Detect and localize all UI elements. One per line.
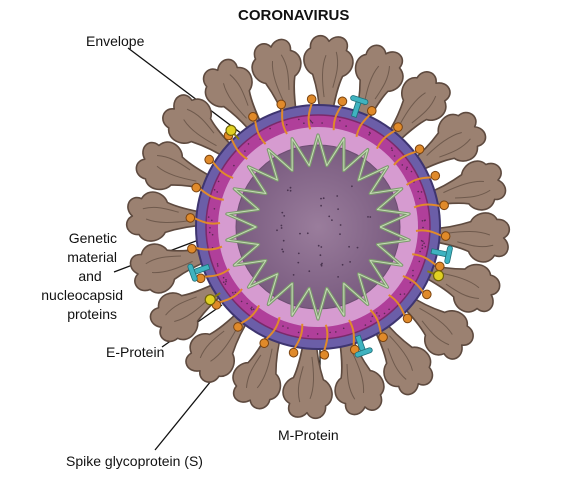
spike-protein	[162, 94, 237, 161]
spike-protein	[125, 191, 208, 242]
m-protein	[185, 213, 221, 225]
spike-protein	[303, 34, 354, 117]
m-protein	[415, 229, 451, 241]
m-protein	[276, 99, 288, 135]
spike-protein	[424, 160, 507, 211]
m-protein	[355, 106, 377, 138]
he-protein	[430, 245, 453, 265]
spike-protein	[399, 293, 474, 360]
e-protein-label: E-Protein	[106, 344, 164, 360]
rna-coil-highlight	[226, 134, 410, 320]
m-protein	[405, 170, 441, 186]
spike-protein	[135, 141, 218, 192]
envelope-label: Envelope	[86, 33, 145, 49]
m-protein	[306, 94, 317, 130]
m-proteins	[185, 94, 451, 360]
spike-protein	[232, 327, 283, 410]
m-protein	[259, 316, 281, 348]
genetic-material-label-1: Genetic	[69, 230, 117, 246]
m-protein	[187, 243, 223, 254]
virus-illustration	[125, 34, 511, 420]
m-protein	[413, 200, 449, 211]
spike-protein	[409, 111, 487, 174]
m-protein	[248, 111, 267, 145]
he-protein	[187, 263, 211, 282]
he-proteins	[187, 95, 453, 358]
e-protein	[225, 124, 240, 140]
m-protein-label: M-Protein	[278, 427, 339, 443]
spike-protein	[334, 333, 385, 416]
envelope-leader	[127, 47, 251, 141]
m-protein	[204, 154, 234, 179]
genetic-material-label-4: nucleocapsid	[41, 287, 123, 303]
diagram-title: CORONAVIRUS	[238, 7, 349, 24]
m-protein	[402, 275, 432, 300]
genetic-material-label-3: and	[78, 268, 101, 284]
virus-interior	[235, 144, 401, 310]
m-protein	[233, 304, 260, 332]
m-protein	[393, 144, 425, 166]
spike-protein	[251, 38, 302, 121]
spike-protein	[428, 212, 511, 263]
m-protein	[288, 323, 304, 358]
e-protein	[204, 292, 221, 306]
m-protein	[191, 182, 224, 201]
m-protein	[319, 324, 330, 360]
genetic-material-label-2: material	[67, 249, 117, 265]
e-protein	[427, 270, 445, 282]
e-proteins	[204, 124, 445, 306]
genetic-material-label-5: proteins	[67, 306, 117, 322]
he-protein	[350, 95, 369, 118]
he-protein	[354, 334, 373, 358]
spike-protein	[129, 243, 212, 294]
spike-glycoprotein-label: Spike glycoprotein (S)	[66, 453, 203, 469]
spike-protein	[353, 44, 404, 127]
spike-protein	[282, 337, 333, 420]
m-protein	[369, 309, 388, 343]
m-protein	[376, 122, 403, 150]
m-protein	[388, 294, 413, 324]
m-protein	[332, 96, 348, 131]
